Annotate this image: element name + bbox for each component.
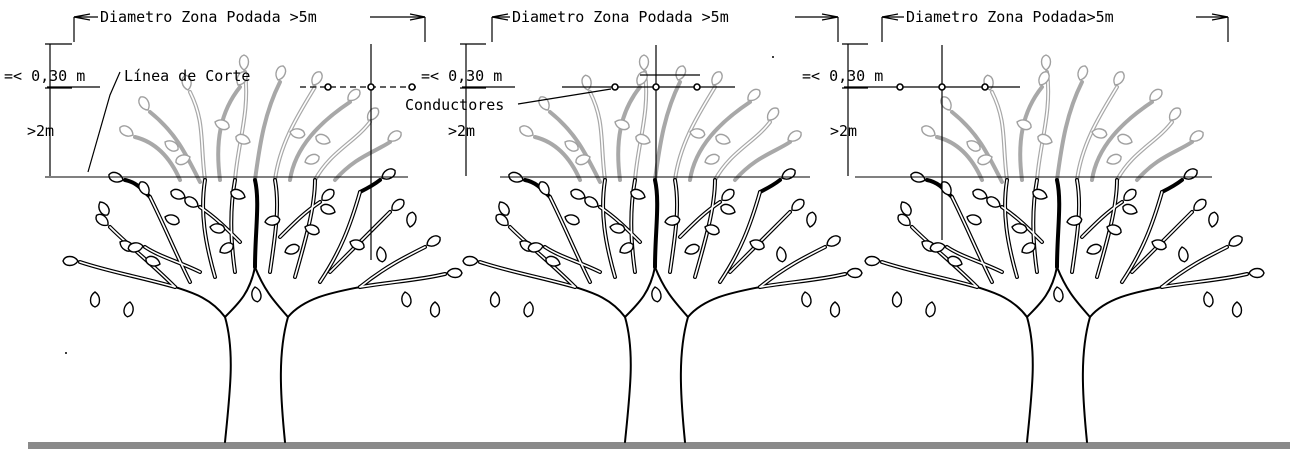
conductor-icon [611, 83, 619, 91]
panel-left: Diametro Zona Podada >5m =< 0,30 m >2m L… [4, 8, 462, 442]
clearance-label: =< 0,30 m [802, 67, 883, 85]
height-label: >2m [830, 122, 857, 140]
conductors-label: Conductores [405, 96, 504, 114]
conductor-icon [408, 83, 416, 91]
conductor-icon [652, 83, 660, 91]
panel-right: Diametro Zona Podada>5m =< 0,30 m >2m [802, 8, 1264, 442]
conductor-icon [367, 83, 375, 91]
clearance-label: =< 0,30 m [4, 67, 85, 85]
height-label: >2m [448, 122, 475, 140]
panel-center: Diametro Zona Podada >5m =< 0,30 m >2m C… [405, 8, 862, 442]
clearance-label: =< 0,30 m [421, 67, 502, 85]
cut-line-label: Línea de Corte [124, 67, 250, 85]
tree-left [63, 55, 462, 442]
ground-line [28, 442, 1290, 449]
conductor-icon [693, 83, 701, 91]
diameter-label: Diametro Zona Podada >5m [512, 8, 729, 26]
diameter-label: Diametro Zona Podada >5m [100, 8, 317, 26]
conductor-icon [938, 83, 946, 91]
tree-center [463, 55, 862, 442]
tree-right [865, 55, 1264, 442]
conductor-icon [896, 83, 904, 91]
conductor-icon [981, 83, 989, 91]
conductor-icon [324, 83, 332, 91]
diameter-label: Diametro Zona Podada>5m [906, 8, 1114, 26]
height-label: >2m [27, 122, 54, 140]
